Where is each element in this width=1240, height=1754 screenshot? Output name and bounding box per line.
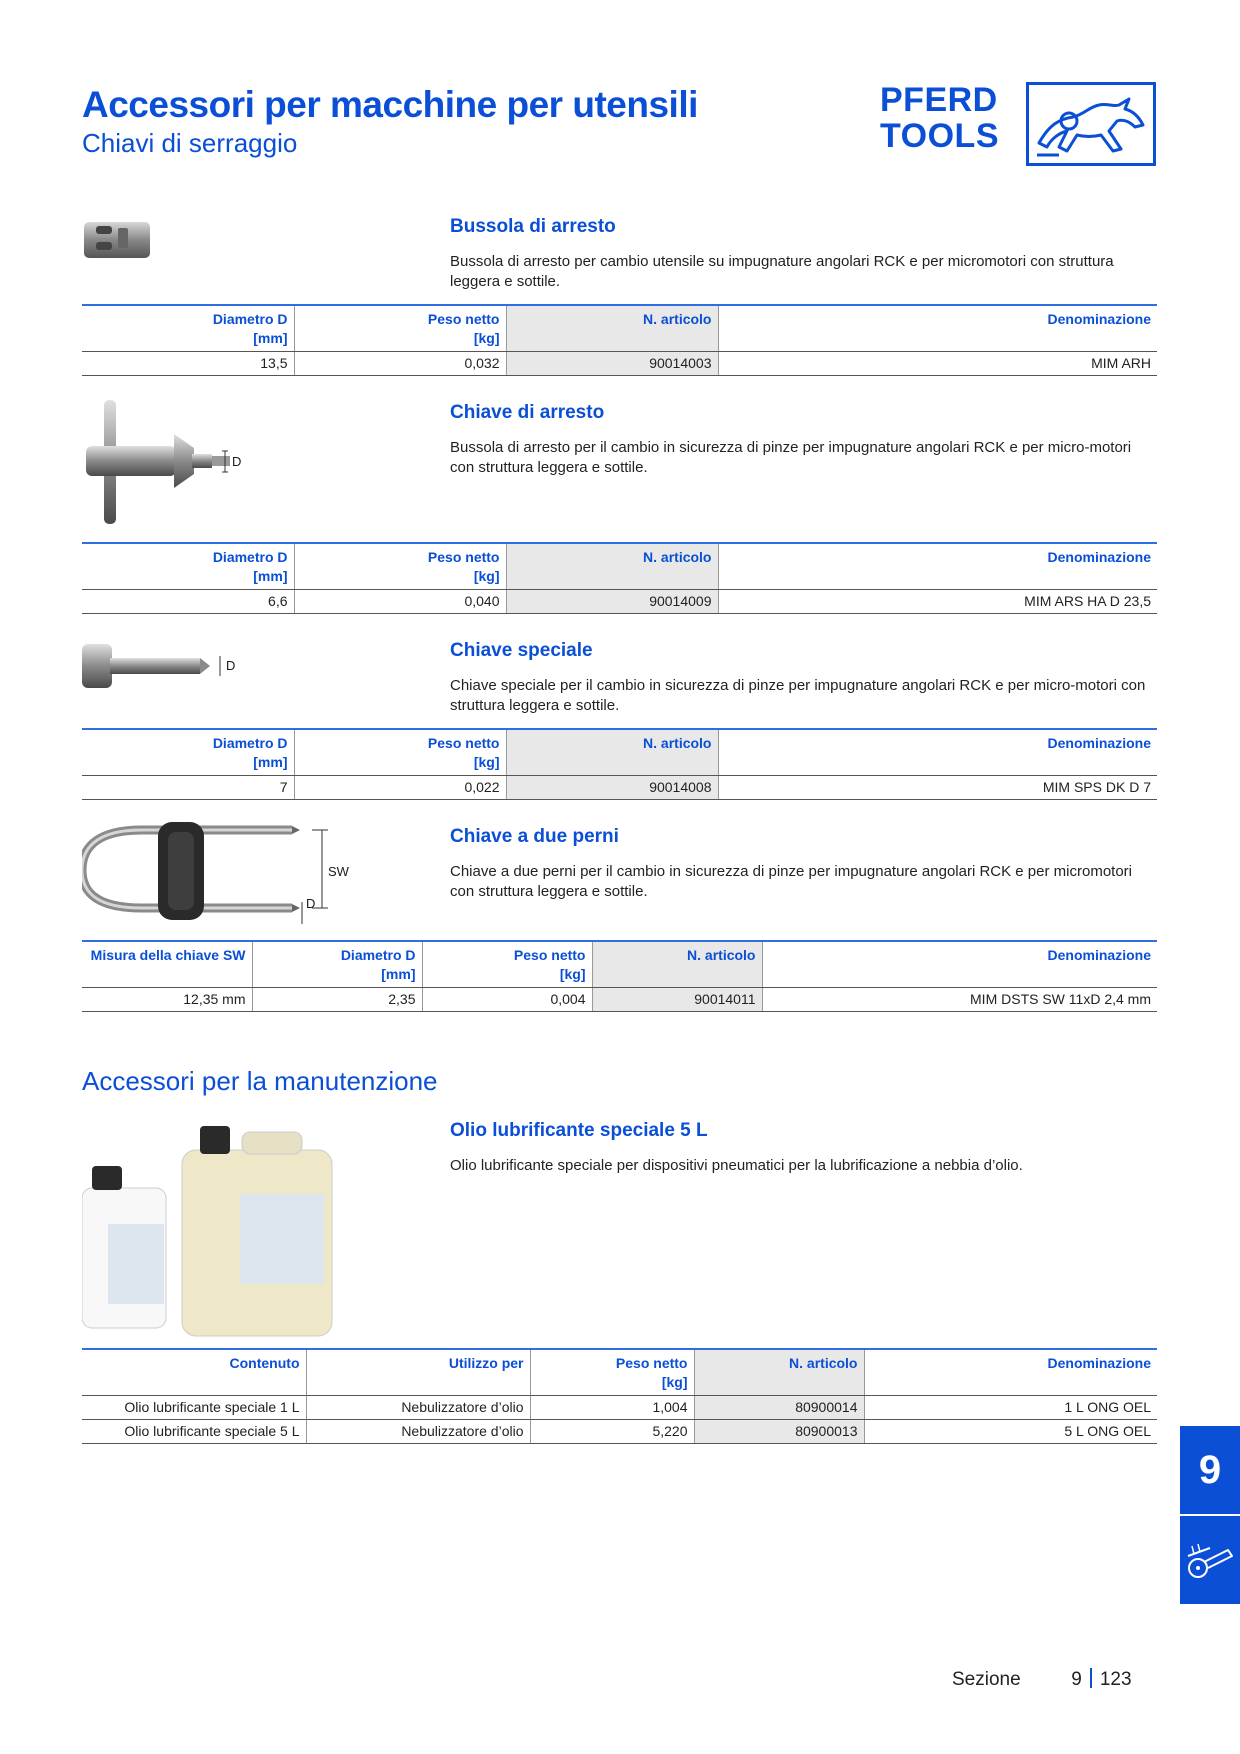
table-header-row: Diametro D[mm] Peso netto[kg] N. articol… <box>82 542 1157 590</box>
product-description: Bussola di arresto per cambio utensile s… <box>450 253 1114 290</box>
chiave-due-perni-image: SW D <box>77 822 349 931</box>
col-header: Denominazione <box>717 728 1157 776</box>
col-header: Peso netto[kg] <box>421 940 592 988</box>
spec-table: Diametro D[mm] Peso netto[kg] N. articol… <box>82 542 1157 614</box>
col-header: Denominazione <box>717 542 1157 590</box>
table-row: 13,5 0,032 90014003 MIM ARH <box>82 351 1157 376</box>
logo-text: PFERD TOOLS <box>880 81 999 155</box>
col-header: Denominazione <box>761 940 1157 988</box>
dimension-label: D <box>232 454 242 469</box>
spec-table: Diametro D[mm] Peso netto[kg] N. articol… <box>82 304 1157 376</box>
dimension-label: D <box>306 896 316 911</box>
col-header: Utilizzo per <box>305 1348 530 1396</box>
col-header: Peso netto[kg] <box>529 1348 694 1396</box>
product-description: Chiave a due perni per il cambio in sicu… <box>450 863 1132 900</box>
product-chiave-di-arresto: D Chiave di arresto Bussola di arresto p… <box>82 398 1157 618</box>
product-title: Bussola di arresto <box>450 216 616 237</box>
col-header: N. articolo <box>505 304 718 352</box>
footer-page-number: 123 <box>1099 1669 1132 1690</box>
chiave-speciale-image: D <box>82 640 235 701</box>
col-header: Peso netto[kg] <box>293 728 506 776</box>
col-header: N. articolo <box>693 1348 864 1396</box>
col-header: N. articolo <box>591 940 762 988</box>
spec-table: Contenuto Utilizzo per Peso netto[kg] N.… <box>82 1348 1157 1444</box>
table-row: 6,6 0,040 90014009 MIM ARS HA D 23,5 <box>82 589 1157 614</box>
footer-label: Sezione <box>952 1669 1021 1690</box>
col-header: Contenuto <box>82 1348 306 1396</box>
product-title: Olio lubrificante speciale 5 L <box>450 1120 708 1141</box>
product-olio-lubrificante: Olio lubrificante speciale 5 L Olio lubr… <box>81 1120 1157 1450</box>
footer-separator <box>1089 1668 1092 1688</box>
page-title: Accessori per macchine per utensili <box>82 84 698 125</box>
product-title: Chiave a due perni <box>450 826 619 847</box>
col-header: Diametro D[mm] <box>82 728 294 776</box>
angle-grinder-icon[interactable] <box>1180 1516 1240 1604</box>
product-chiave-a-due-perni: SW D Chiave a due perni Chiave a due per… <box>77 822 1157 1012</box>
bussola-image <box>82 216 152 271</box>
col-header: Diametro D[mm] <box>82 304 294 352</box>
table-header-row: Misura della chiave SW Diametro D[mm] Pe… <box>82 940 1157 988</box>
table-row: Olio lubrificante speciale 1 L Nebulizza… <box>82 1395 1157 1420</box>
table-header-row: Diametro D[mm] Peso netto[kg] N. articol… <box>82 728 1157 776</box>
col-header: N. articolo <box>505 728 718 776</box>
product-description: Bussola di arresto per il cambio in sicu… <box>450 439 1132 476</box>
table-row: 7 0,022 90014008 MIM SPS DK D 7 <box>82 775 1157 800</box>
section-tab[interactable]: 9 <box>1180 1426 1240 1514</box>
section-heading-maintenance: Accessori per la manutenzione <box>82 1066 438 1096</box>
footer-section: 9 <box>1071 1669 1082 1690</box>
page-subtitle: Chiavi di serraggio <box>82 128 298 158</box>
col-header: Peso netto[kg] <box>293 304 506 352</box>
spec-table: Misura della chiave SW Diametro D[mm] Pe… <box>82 940 1157 1012</box>
table-header-row: Diametro D[mm] Peso netto[kg] N. articol… <box>82 304 1157 352</box>
table-row: Olio lubrificante speciale 5 L Nebulizza… <box>82 1419 1157 1444</box>
table-header-row: Contenuto Utilizzo per Peso netto[kg] N.… <box>82 1348 1157 1396</box>
product-description: Olio lubrificante speciale per dispositi… <box>450 1157 1023 1174</box>
pferd-logo: PFERD TOOLS <box>880 82 1156 166</box>
chiave-arresto-image: D <box>82 398 252 533</box>
product-title: Chiave speciale <box>450 640 593 661</box>
col-header: Denominazione <box>863 1348 1157 1396</box>
col-header: Diametro D[mm] <box>82 542 294 590</box>
product-chiave-speciale: D Chiave speciale Chiave speciale per il… <box>82 636 1157 806</box>
dimension-label-sw: SW <box>328 864 349 879</box>
col-header: Denominazione <box>717 304 1157 352</box>
col-header: Misura della chiave SW <box>82 940 252 988</box>
product-description: Chiave speciale per il cambio in sicurez… <box>450 677 1146 714</box>
oil-containers-image <box>81 1124 342 1343</box>
col-header: N. articolo <box>505 542 718 590</box>
product-title: Chiave di arresto <box>450 402 605 423</box>
footer: Sezione 9 123 <box>952 1668 1132 1691</box>
col-header: Peso netto[kg] <box>293 542 506 590</box>
table-row: 12,35 mm 2,35 0,004 90014011 MIM DSTS SW… <box>82 987 1157 1012</box>
col-header: Diametro D[mm] <box>251 940 422 988</box>
spec-table: Diametro D[mm] Peso netto[kg] N. articol… <box>82 728 1157 800</box>
horse-logo-icon <box>1026 82 1156 166</box>
product-bussola-di-arresto: Bussola di arresto Bussola di arresto pe… <box>82 212 1157 376</box>
dimension-label: D <box>226 658 236 673</box>
